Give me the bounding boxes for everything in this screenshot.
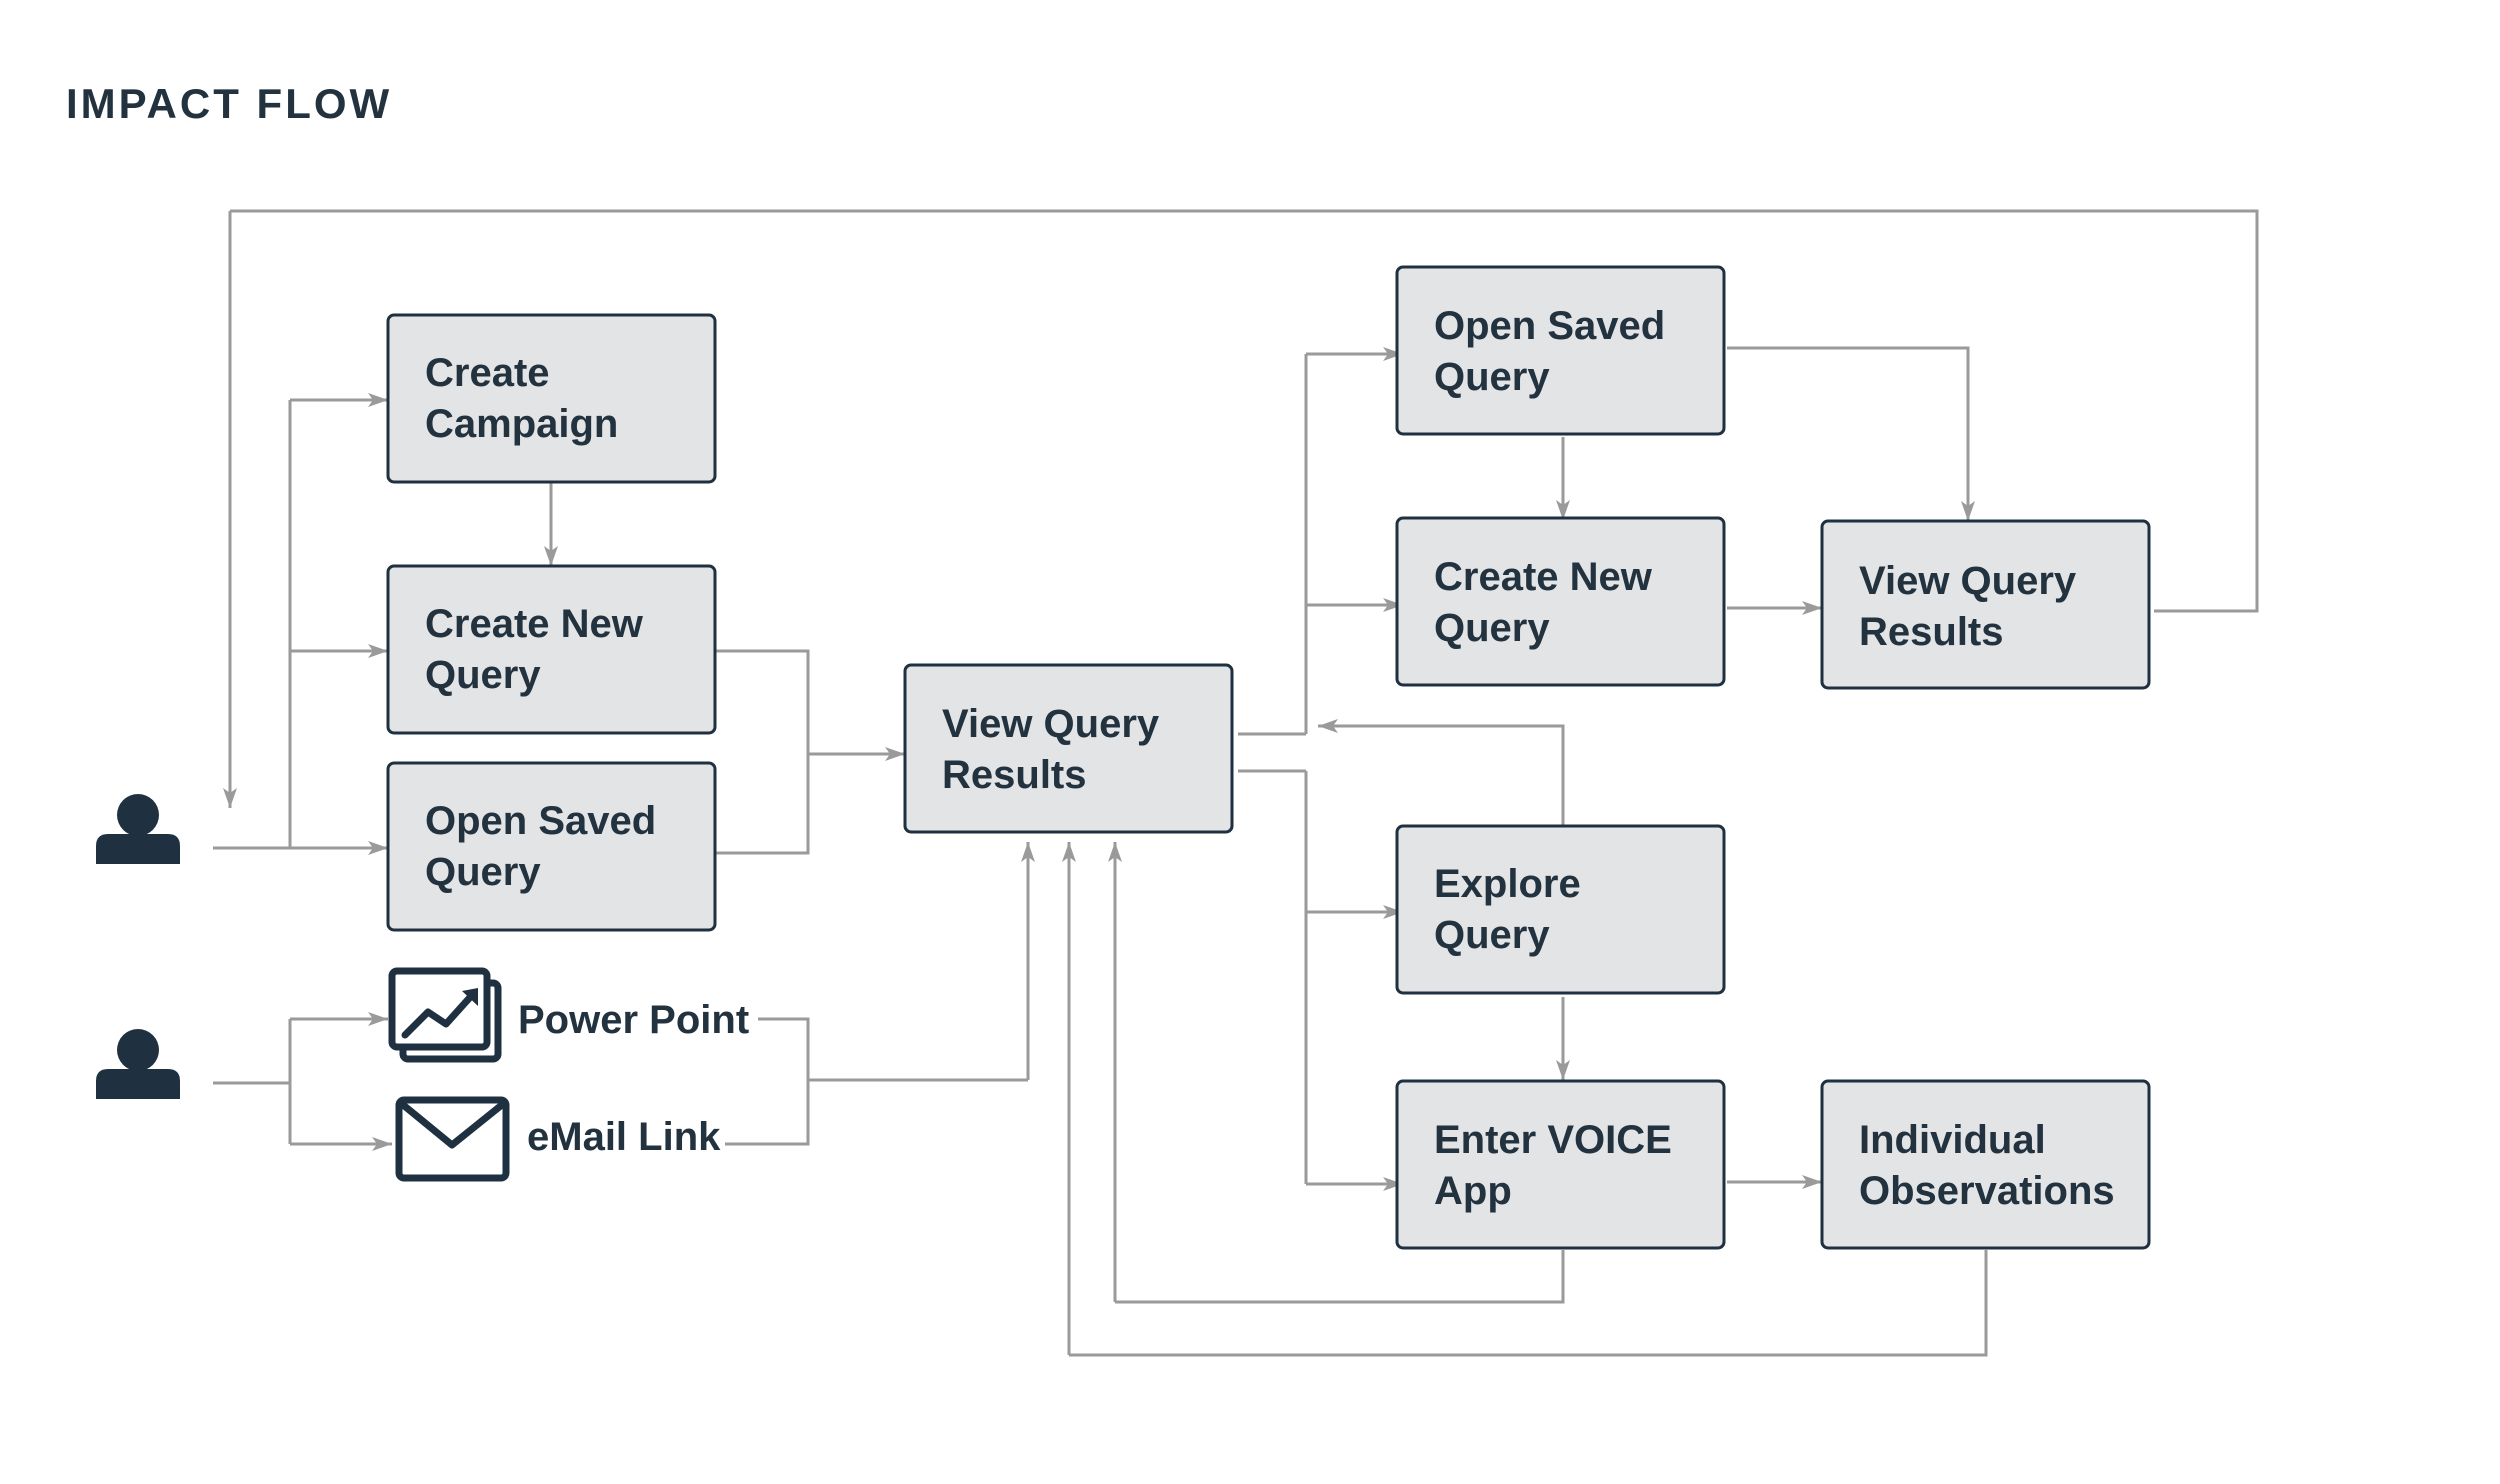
node-line: Results: [942, 753, 1087, 797]
node-line: View Query: [1859, 559, 2077, 603]
node-line: Query: [1434, 355, 1550, 399]
node-line: Create: [425, 351, 550, 395]
node-line: Query: [425, 653, 541, 697]
node-line: Open Saved: [425, 799, 656, 843]
node-line: Open Saved: [1434, 304, 1665, 348]
node-line: Individual: [1859, 1118, 2046, 1162]
node-line: Campaign: [425, 402, 618, 446]
voice-return-line: [1115, 1250, 1565, 1304]
node-line: Create New: [425, 602, 644, 646]
node-line: Enter VOICE: [1434, 1118, 1672, 1162]
node-line: Observations: [1859, 1169, 2115, 1213]
node-line: Results: [1859, 610, 2004, 654]
node-line: View Query: [942, 702, 1160, 746]
presentation-chart-icon: [388, 967, 502, 1063]
email-link-label: eMail Link: [527, 1115, 721, 1159]
envelope-icon: [395, 1096, 510, 1182]
diagram-title: IMPACT FLOW: [66, 80, 392, 127]
node-line: Query: [1434, 606, 1550, 650]
node-line: App: [1434, 1169, 1512, 1213]
node-line: Query: [425, 850, 541, 894]
node-line: Explore: [1434, 862, 1581, 906]
connectors: [213, 209, 2259, 1357]
node-enter-voice-app: Enter VOICE App: [1395, 1079, 1726, 1250]
arrow-explore-to-results: [1318, 719, 1565, 826]
arrow-open-to-results-right: [1727, 346, 1975, 521]
left-queries-merge: [713, 649, 810, 855]
node-line: Create New: [1434, 555, 1653, 599]
node-line: Query: [1434, 913, 1550, 957]
power-point-label: Power Point: [518, 998, 749, 1042]
user-icon: [96, 1029, 180, 1099]
observations-return-line: [1069, 1250, 1988, 1357]
user-icon: [96, 794, 180, 864]
loop-connector: [230, 209, 2259, 613]
